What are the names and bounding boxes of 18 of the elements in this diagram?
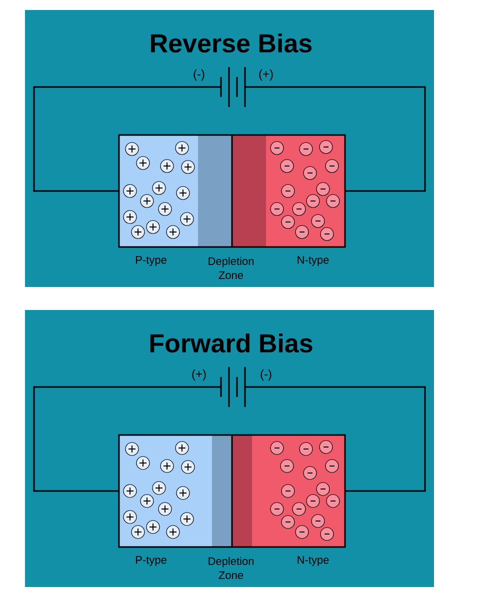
region-label: N-type xyxy=(298,556,329,566)
polarity-label: (-) xyxy=(260,369,272,381)
region-label: P-type xyxy=(136,556,166,566)
wire xyxy=(33,386,221,492)
polarity-label: (+) xyxy=(192,369,206,381)
region-label: Depletion Zone xyxy=(208,256,254,280)
wire xyxy=(245,86,426,192)
battery-symbol xyxy=(220,67,246,107)
wire xyxy=(245,386,426,492)
title: Forward Bias xyxy=(150,333,312,353)
region-label: P-type xyxy=(136,256,166,266)
region-label: Depletion Zone xyxy=(208,556,254,580)
polarity-label: (+) xyxy=(259,69,273,81)
battery-symbol xyxy=(220,367,246,407)
polarity-label: (-) xyxy=(194,69,204,81)
wire xyxy=(33,86,221,192)
title: Reverse Bias xyxy=(151,33,312,53)
region-label: N-type xyxy=(298,256,329,266)
